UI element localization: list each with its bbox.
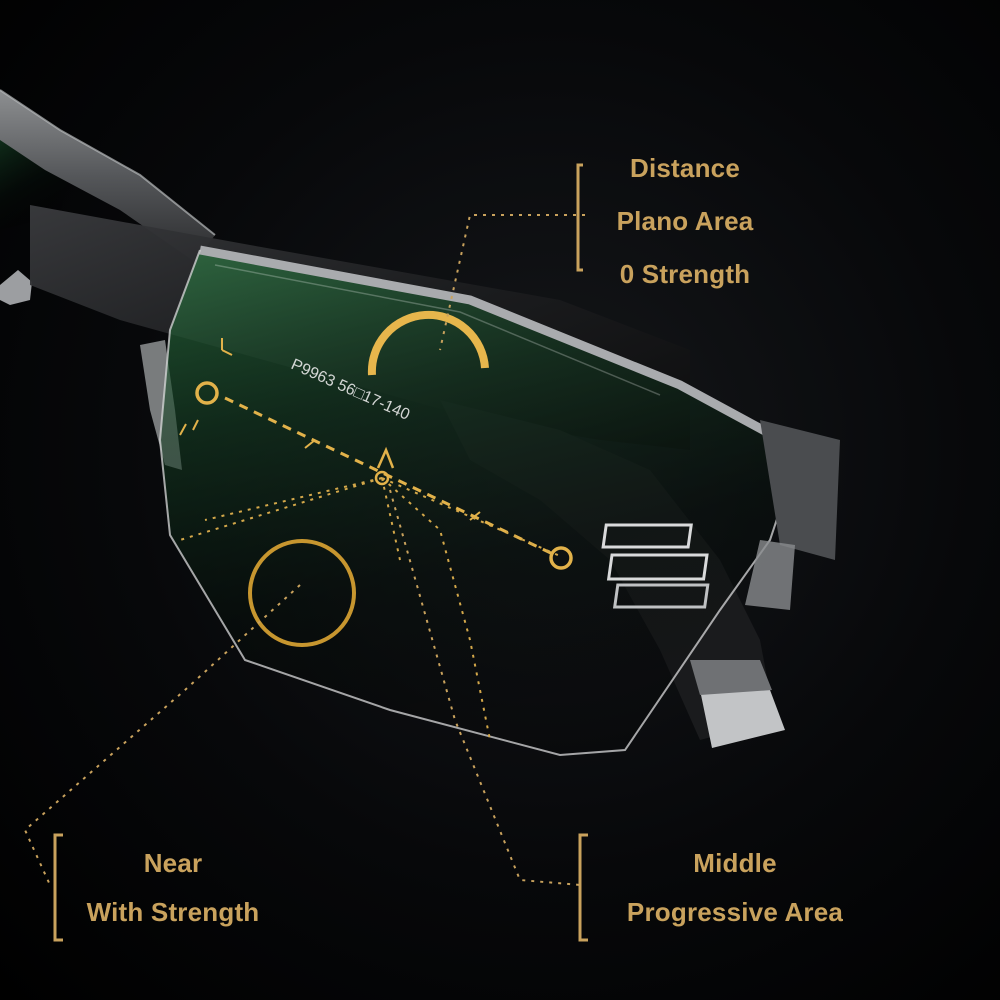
main-lens: [158, 245, 803, 757]
callout-near: Near With Strength: [78, 845, 268, 943]
bracket-near: [53, 833, 63, 942]
frame-bridge: [0, 89, 216, 262]
callout-distance: Distance Plano Area 0 Strength: [600, 150, 770, 309]
progressive-guides: [179, 477, 561, 741]
callout-distance-line-1: Distance: [630, 153, 740, 183]
bracket-distance: [576, 163, 583, 272]
callout-middle-line-1: Middle: [693, 848, 777, 878]
bracket-middle: [578, 833, 588, 942]
frame-hinge: [601, 420, 840, 610]
callout-near-line-1: Near: [143, 848, 203, 878]
callout-leaders: [23, 163, 588, 942]
callout-distance-line-2: Plano Area: [616, 206, 754, 236]
callout-middle: Middle Progressive Area: [610, 845, 860, 943]
callout-near-line-2: With Strength: [86, 897, 260, 927]
callout-distance-line-3: 0 Strength: [619, 259, 751, 289]
callout-middle-line-2: Progressive Area: [626, 897, 844, 927]
